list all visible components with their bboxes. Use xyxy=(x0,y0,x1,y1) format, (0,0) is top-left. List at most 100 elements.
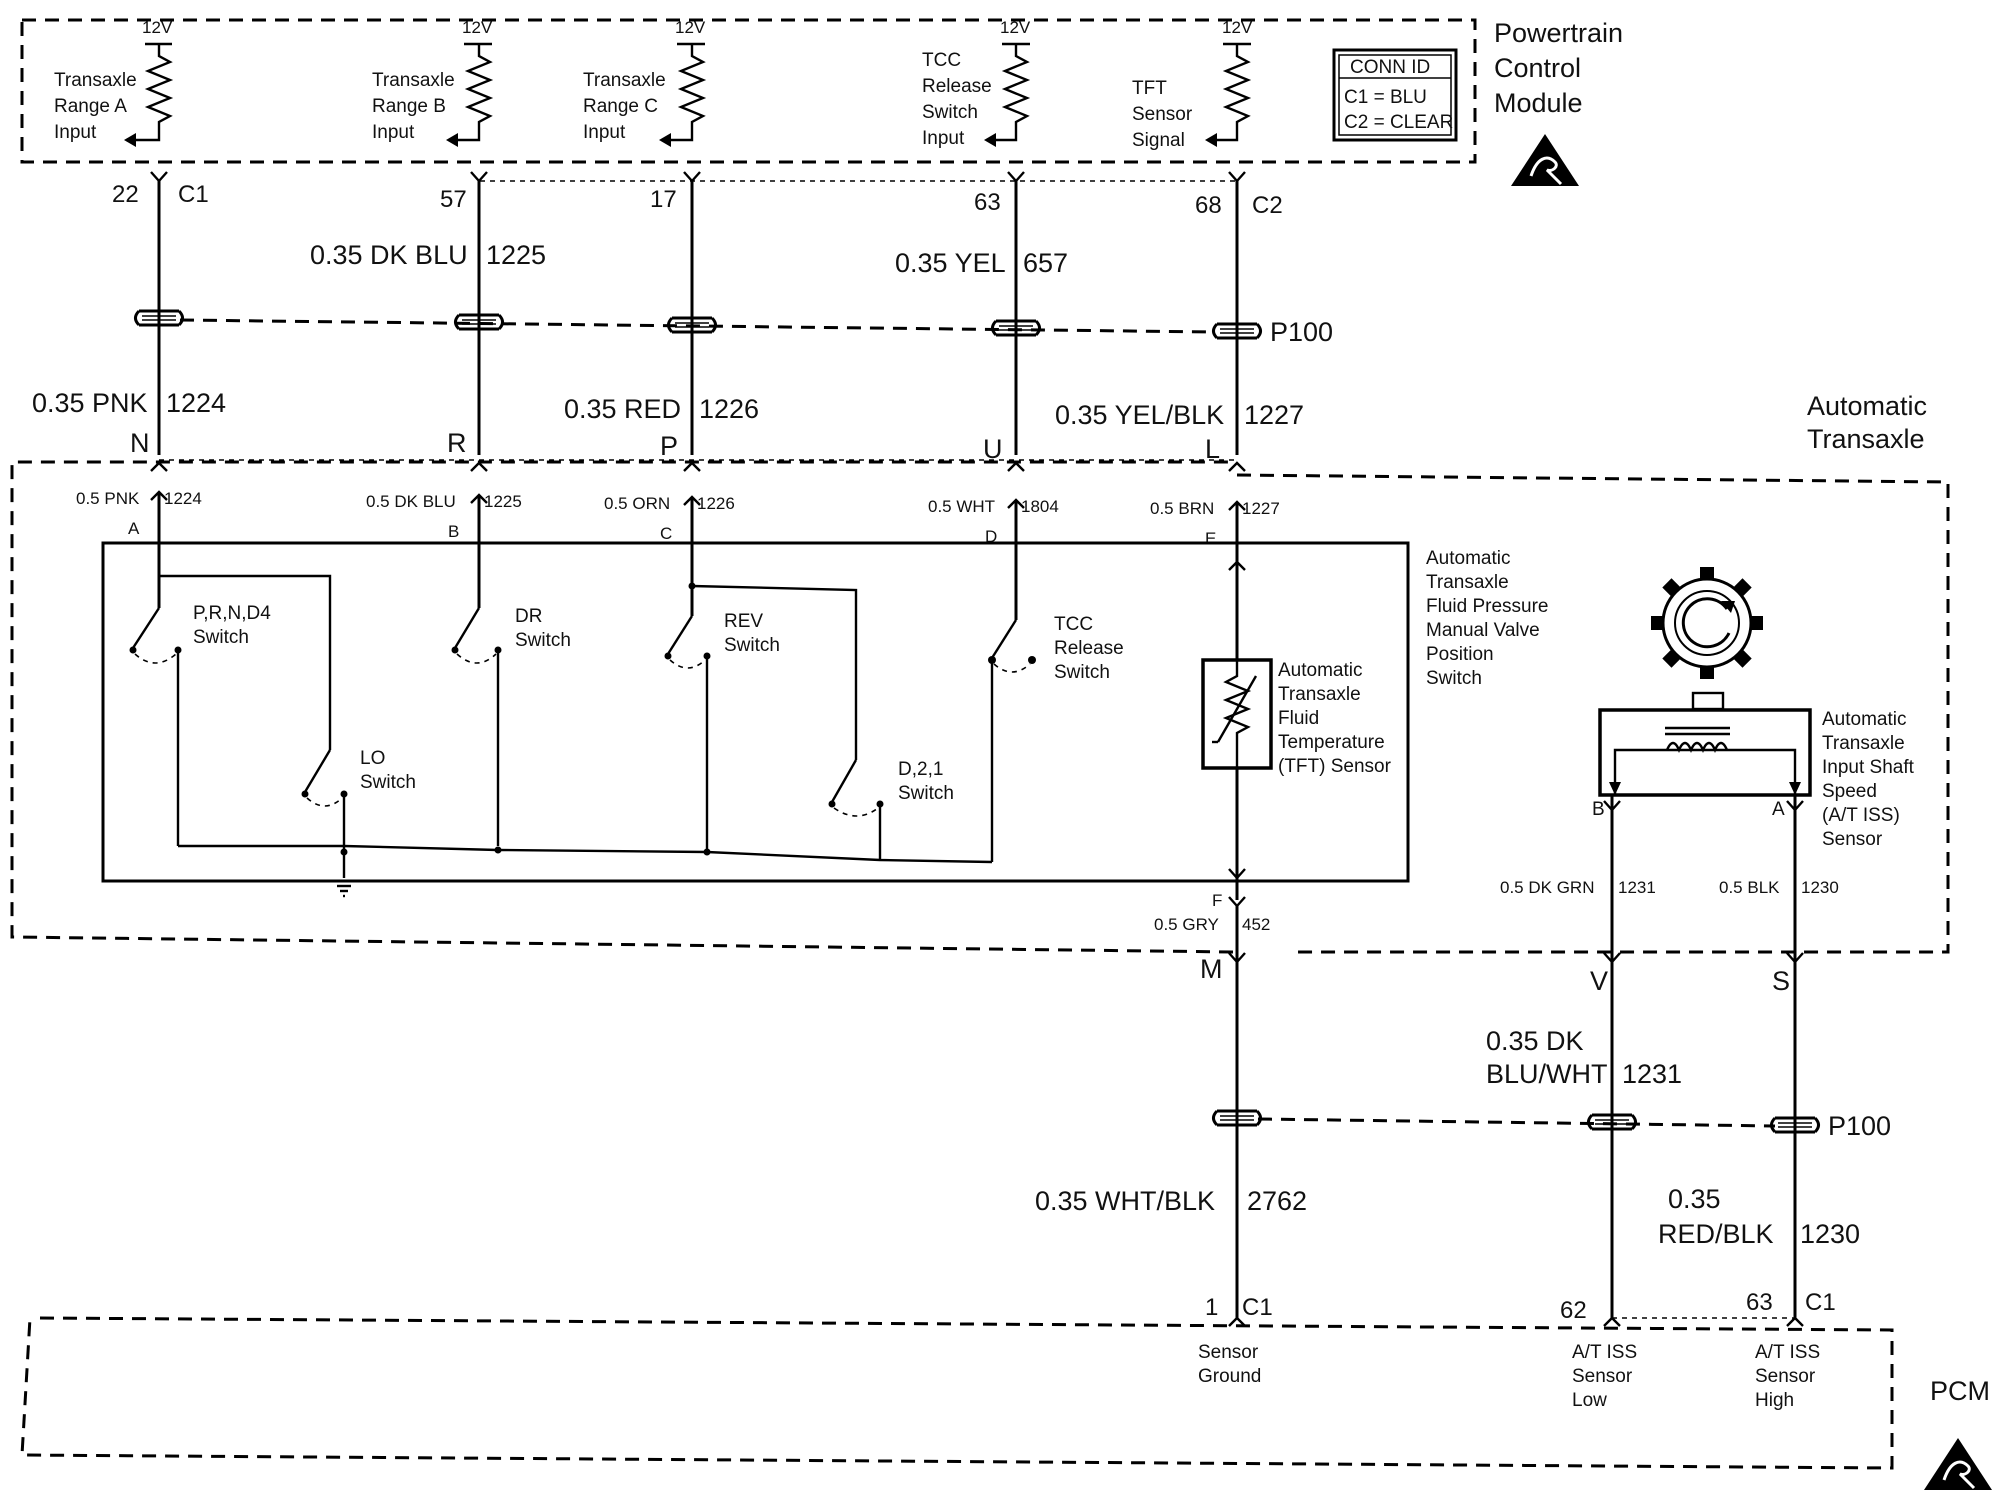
automatic-transaxle-box: Automatic Transaxle xyxy=(10,391,1950,954)
pin-function-label: Sensor xyxy=(1572,1366,1633,1387)
pin-function-label: A/T ISS xyxy=(1755,1342,1820,1363)
wire-label: 0.5 WHT xyxy=(928,497,995,516)
component-label: Sensor xyxy=(1822,829,1883,850)
pin-function-label: Sensor xyxy=(1755,1366,1816,1387)
circuit-number: 1224 xyxy=(164,489,202,508)
pin-number: 22 xyxy=(112,181,139,208)
component-label: Position xyxy=(1426,644,1494,665)
wire-label: 0.5 ORN xyxy=(604,494,670,513)
wire-label: 0.5 PNK xyxy=(76,489,140,508)
d21-switch: D,2,1 Switch xyxy=(828,759,954,860)
pcm-input-range-c: 12V Transaxle Range C Input xyxy=(583,18,706,147)
dr-switch: DR Switch xyxy=(451,606,571,846)
component-label: Speed xyxy=(1822,781,1877,802)
input-label: Transaxle xyxy=(372,70,455,91)
transaxle-title-line-2: Transaxle xyxy=(1807,424,1925,454)
switch-label: REV xyxy=(724,611,763,632)
pin-number: 62 xyxy=(1560,1297,1587,1324)
switch-label: DR xyxy=(515,606,542,627)
component-label: Switch xyxy=(1426,668,1482,689)
lower-wires: 0.35 DK BLU/WHT 1231 0.35 WHT/BLK 2762 0… xyxy=(1035,1026,1860,1249)
wire-label: 0.5 BRN xyxy=(1150,499,1214,518)
wire-label: 0.35 YEL/BLK xyxy=(1055,400,1224,430)
transaxle-title-line-1: Automatic xyxy=(1807,391,1927,421)
supply-12v: 12V xyxy=(462,18,493,37)
input-label: Sensor xyxy=(1132,104,1193,125)
input-label: Range B xyxy=(372,96,446,117)
esd-symbol-bottom xyxy=(1922,1436,1994,1492)
switch-label: Release xyxy=(1054,638,1124,659)
circuit-number: 2762 xyxy=(1247,1186,1307,1216)
pcm-top-module: Powertrain Control Module CONN ID C1 = B… xyxy=(20,18,1623,188)
wire-label: 0.5 DK GRN xyxy=(1500,878,1594,897)
pin-number: 63 xyxy=(974,189,1001,216)
reluctor-gear-icon xyxy=(1651,567,1763,679)
pin-function-label: Sensor xyxy=(1198,1342,1259,1363)
pin-function-label: Ground xyxy=(1198,1366,1261,1387)
circuit-number: 1804 xyxy=(1021,497,1059,516)
connector-id: C1 xyxy=(1805,1289,1836,1316)
esd-symbol-top xyxy=(1509,132,1581,188)
switch-label: Switch xyxy=(898,783,954,804)
pin-letter: B xyxy=(1592,799,1605,820)
switch-label: Switch xyxy=(724,635,780,656)
inner-connector: 0.5 PNK 1224 0.5 DK BLU 1225 0.5 ORN 122… xyxy=(76,489,1280,548)
input-label: TFT xyxy=(1132,78,1167,99)
transaxle-pass-thru-pins: N R P U L xyxy=(130,428,1247,473)
pin-number: 68 xyxy=(1195,192,1222,219)
wire-label: 0.35 xyxy=(1668,1184,1721,1214)
pin-number: 17 xyxy=(650,186,677,213)
pin-letter: V xyxy=(1590,966,1608,996)
pin-letter: M xyxy=(1200,954,1223,984)
pcm-bottom-module: 1 C1 62 63 C1 Sensor Ground A/T ISS Sens… xyxy=(20,1289,1994,1492)
switch-label: TCC xyxy=(1054,614,1093,635)
input-label: Signal xyxy=(1132,130,1185,151)
component-label: (A/T ISS) xyxy=(1822,805,1900,826)
pcm-input-tcc-release: 12V TCC Release Switch Input xyxy=(922,18,1031,149)
pin-function-label: A/T ISS xyxy=(1572,1342,1637,1363)
switch-label: Switch xyxy=(515,630,571,651)
manual-valve-position-switch: Automatic Transaxle Fluid Pressure Manua… xyxy=(101,541,1549,883)
input-label: TCC xyxy=(922,50,961,71)
pin-letter: E xyxy=(1205,529,1216,548)
pin-letter: R xyxy=(447,428,467,458)
pin-letter: L xyxy=(1205,434,1220,464)
lo-switch: LO Switch xyxy=(301,748,416,846)
pcm-title-line-2: Control xyxy=(1494,53,1581,83)
upper-wires: 0.35 DK BLU 1225 0.35 YEL 657 0.35 PNK 1… xyxy=(32,181,1304,455)
pcm-title: Powertrain Control Module xyxy=(1494,18,1623,118)
component-label: Temperature xyxy=(1278,732,1385,753)
pin-letter: S xyxy=(1772,966,1790,996)
component-label: (TFT) Sensor xyxy=(1278,756,1392,777)
ground-symbol xyxy=(334,879,354,898)
supply-12v: 12V xyxy=(1000,18,1031,37)
input-label: Transaxle xyxy=(583,70,666,91)
switch-label: LO xyxy=(360,748,385,769)
wire-label: 0.5 BLK xyxy=(1719,878,1780,897)
wire-label: 0.35 DK BLU xyxy=(310,240,468,270)
component-label: Transaxle xyxy=(1426,572,1509,593)
rev-switch: REV Switch xyxy=(664,582,858,852)
p100-label: P100 xyxy=(1828,1111,1891,1141)
component-label: Manual Valve xyxy=(1426,620,1540,641)
connector-id: C1 xyxy=(1242,1294,1273,1321)
pin-letter: U xyxy=(983,434,1003,464)
switch-label: Switch xyxy=(360,772,416,793)
circuit-number: 1230 xyxy=(1801,878,1839,897)
circuit-number: 1225 xyxy=(484,492,522,511)
internal-switch-wiring: P,R,N,D4 Switch LO Switch DR Switch xyxy=(129,492,1124,898)
circuit-number: 1226 xyxy=(699,394,759,424)
wire-label: 0.35 WHT/BLK xyxy=(1035,1186,1215,1216)
input-label: Range A xyxy=(54,96,127,117)
tcc-release-switch: TCC Release Switch xyxy=(988,614,1124,862)
wire-label: 0.5 GRY xyxy=(1154,915,1219,934)
component-label: Fluid Pressure xyxy=(1426,596,1549,617)
switch-label: P,R,N,D4 xyxy=(193,603,271,624)
component-label: Automatic xyxy=(1278,660,1362,681)
pcm-top-connector: 22 C1 57 17 63 68 C2 xyxy=(112,170,1283,219)
switch-label: Switch xyxy=(193,627,249,648)
pin-function-label: Low xyxy=(1572,1390,1607,1411)
input-label: Input xyxy=(583,122,626,143)
component-label: Transaxle xyxy=(1822,733,1905,754)
wire-label: 0.35 RED xyxy=(564,394,681,424)
